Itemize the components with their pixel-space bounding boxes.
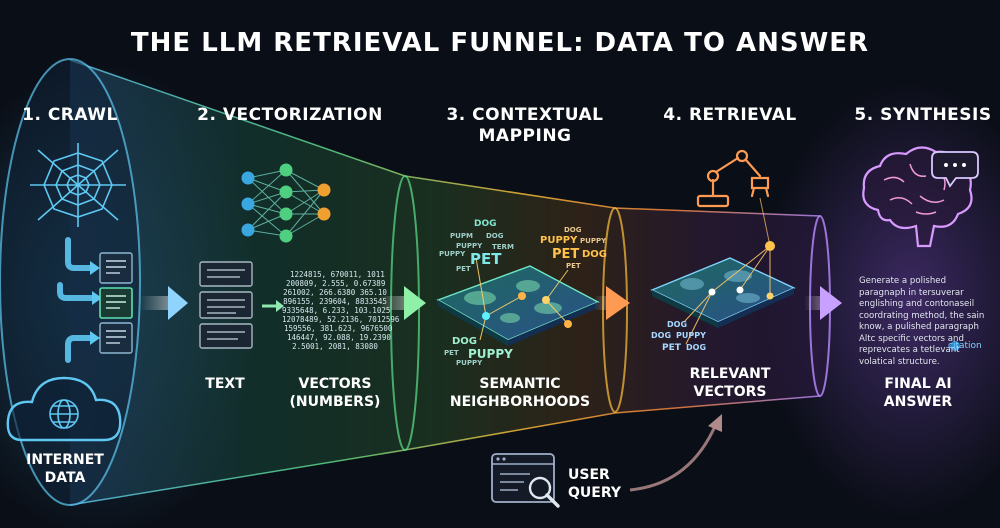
map-word: PET: [662, 343, 681, 353]
map-word: DOG: [651, 331, 672, 340]
step-synthesis-title: 5. SYNTHESIS: [854, 105, 992, 125]
document-icon: [99, 252, 133, 354]
citation-link[interactable]: citation: [948, 341, 982, 351]
speech-bubble-icon: [931, 151, 979, 188]
vector-row: 12078489, 52.2136, 7012596: [282, 315, 400, 324]
map-word: DOG: [452, 336, 478, 347]
neural-network-icon: [241, 163, 331, 243]
vector-row: 146447, 92.088, 19.2390: [287, 333, 391, 342]
text-label: TEXT: [205, 376, 245, 392]
vector-row: 1224815, 670011, 1011: [290, 270, 385, 279]
map-word: PET: [552, 247, 580, 262]
map-word: PET: [456, 265, 471, 273]
page-title: THE LLM RETRIEVAL FUNNEL: DATA TO ANSWER: [130, 28, 870, 58]
map-word: DOG: [564, 226, 582, 234]
internet-data-label: INTERNET DATA: [26, 452, 104, 486]
vectors-label: VECTORS (NUMBERS): [289, 376, 381, 410]
map-word: TERM: [492, 243, 514, 251]
vector-row: 896155, 239604, 8833545: [283, 297, 387, 306]
vector-row: 2.5001, 2081, 83080: [292, 342, 378, 351]
map-word: PUPM: [450, 232, 473, 240]
robot-arm-icon: [696, 149, 770, 208]
step-retrieval-title: 4. RETRIEVAL: [663, 105, 797, 125]
user-query-label: USER QUERY: [568, 467, 621, 501]
spider-web-icon: [30, 143, 126, 227]
map-word: PET: [470, 250, 502, 268]
vector-row: 261002, 266.6380 365.10: [283, 288, 387, 297]
vector-row: 200809, 2.555, 0.67389: [286, 279, 386, 288]
map-word: DOG: [686, 343, 707, 352]
map-word: PUPPY: [456, 242, 483, 250]
map-word: PUPPY: [540, 235, 578, 246]
map-word: DOG: [474, 219, 497, 229]
map-word: DOG: [486, 232, 504, 240]
vector-row: 9335648, 6.233, 103.1025: [282, 306, 391, 315]
map-word: PET: [444, 349, 459, 357]
final-ai-answer-label: FINAL AI ANSWER: [883, 376, 953, 410]
step-crawl-title: 1. CRAWL: [22, 105, 118, 125]
vector-row: 159556, 381.623, 9676500: [284, 324, 393, 333]
map-word: PUPPY: [456, 359, 483, 367]
map-word: PET: [566, 262, 581, 270]
map-word: PUPPY: [676, 331, 706, 340]
step-vectorization-title: 2. VECTORIZATION: [197, 105, 383, 125]
map-word: DOG: [667, 320, 688, 329]
map-word: PUPPY: [439, 250, 466, 258]
semantic-neighborhoods-label: SEMANTIC NEIGHBORHOODS: [449, 376, 591, 410]
cloud-globe-icon: [6, 376, 122, 442]
step-contextual-mapping-title: 3. CONTEXTUAL MAPPING: [446, 105, 604, 146]
answer-text: Generate a polished paragnaph in tersuve…: [859, 276, 985, 367]
relevant-vectors-label: RELEVANT VECTORS: [689, 366, 771, 400]
map-word: PUPPY: [580, 237, 607, 245]
map-word: DOG: [582, 249, 608, 260]
map-word: PUPPY: [468, 347, 513, 361]
search-query-icon: [491, 453, 560, 508]
